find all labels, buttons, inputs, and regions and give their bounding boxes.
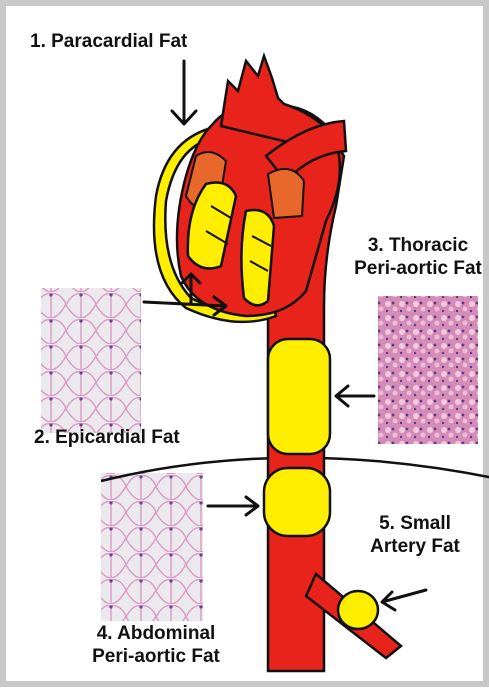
thoracic-histology-image <box>378 296 478 444</box>
abdominal-histology-image <box>101 473 203 621</box>
small-label-line1: 5. Small <box>356 512 474 535</box>
small-label-line2: Artery Fat <box>356 535 474 558</box>
small-artery-fat <box>338 591 378 629</box>
abdominal-fat-label: 4. Abdominal Peri-aortic Fat <box>76 622 236 668</box>
anatomy-diagram <box>6 6 489 693</box>
abdominal-periaortic-fat <box>264 468 330 536</box>
thoracic-fat-label: 3. Thoracic Peri-aortic Fat <box>348 234 488 280</box>
abdominal-label-line2: Peri-aortic Fat <box>76 645 236 668</box>
thoracic-arrow <box>336 386 374 406</box>
epicardial-fat-label: 2. Epicardial Fat <box>34 426 180 449</box>
paracardial-arrow <box>172 61 196 124</box>
small-artery-arrow <box>382 590 426 610</box>
thoracic-label-line1: 3. Thoracic <box>348 234 488 257</box>
thoracic-label-line2: Peri-aortic Fat <box>348 257 488 280</box>
epicardial-fat-right <box>241 210 274 305</box>
small-artery-fat-label: 5. Small Artery Fat <box>356 512 474 558</box>
thoracic-periaortic-fat <box>268 339 330 454</box>
epicardial-histology-image <box>41 288 141 433</box>
right-atrium <box>268 169 304 218</box>
paracardial-fat-label: 1. Paracardial Fat <box>30 30 187 53</box>
abdominal-label-line1: 4. Abdominal <box>76 622 236 645</box>
abdominal-arrow <box>208 497 258 515</box>
